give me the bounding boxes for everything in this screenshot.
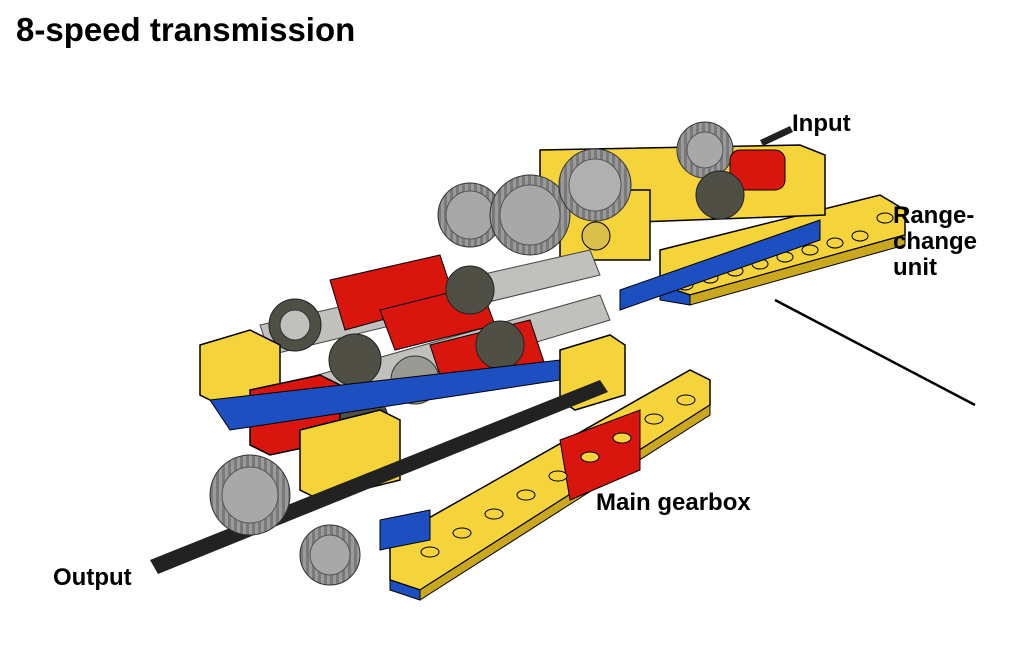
input-axle [760, 126, 793, 146]
diagram-title: 8-speed transmission [16, 11, 356, 48]
range-change-label-line-2: change [893, 227, 978, 255]
output-assembly [150, 380, 608, 586]
main-gearbox-label: Main gearbox [596, 489, 751, 516]
upper-gear-cluster [437, 121, 786, 256]
range-change-label-line-1: Range- [893, 202, 975, 229]
input-label: Input [792, 110, 851, 137]
main-gearbox-frame [199, 329, 711, 601]
range-change-leader-line [774, 298, 976, 407]
range-change-label-line-3: unit [893, 253, 937, 281]
output-label: Output [53, 564, 132, 591]
range-change-unit-label: Range- change unit [893, 203, 977, 281]
